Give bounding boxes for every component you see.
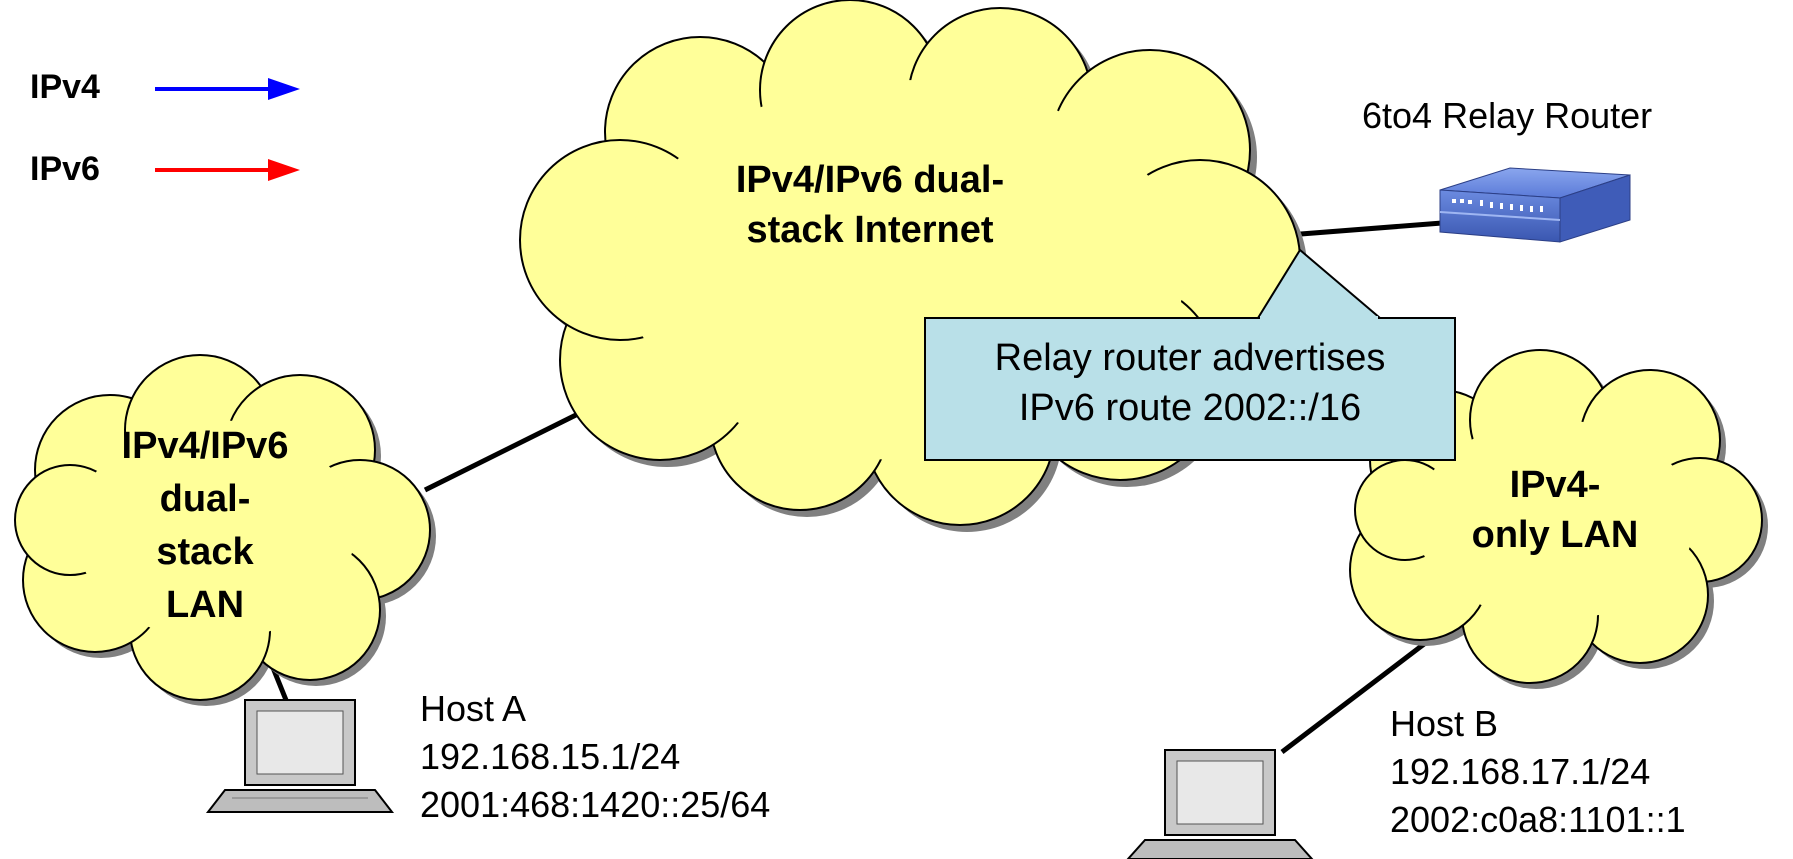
callout-text-line1: Relay router advertises: [994, 337, 1386, 379]
host-a-laptop-icon: [205, 699, 395, 813]
router-icon: [1439, 167, 1631, 243]
host-b-ipv4: 192.168.17.1/24: [1390, 751, 1651, 792]
dual-stack-lan-label-line1: IPv4/IPv6: [121, 425, 289, 467]
dual-stack-lan-label-line3: stack: [156, 531, 254, 573]
dual-stack-lan-label-line2: dual-: [159, 478, 251, 520]
host-a-name: Host A: [420, 688, 527, 729]
legend-ipv4-arrow: [155, 78, 300, 100]
legend-ipv6-label: IPv6: [30, 150, 100, 188]
callout-box: [924, 248, 1456, 461]
ipv4-only-lan-label-line1: IPv4-: [1509, 464, 1601, 506]
internet-cloud-label-line1: IPv4/IPv6 dual-: [735, 159, 1005, 201]
link-lan-to-internet: [423, 405, 592, 493]
host-b-ipv6: 2002:c0a8:1101::1: [1390, 799, 1686, 840]
internet-cloud-label-line2: stack Internet: [746, 209, 994, 251]
router-label: 6to4 Relay Router: [1362, 95, 1653, 136]
host-b-name: Host B: [1390, 703, 1499, 744]
callout-text-line2: IPv6 route 2002::/16: [1018, 387, 1362, 429]
legend-ipv4-label: IPv4: [30, 68, 100, 106]
internet-cloud-label: IPv4/IPv6 dual- stack Internet: [690, 155, 1050, 255]
host-a-ipv4: 192.168.15.1/24: [420, 736, 681, 777]
host-b-laptop-icon: [1126, 749, 1314, 859]
ipv4-only-lan-cloud: [1349, 349, 1768, 689]
link-lan-to-host-b: [1280, 636, 1434, 754]
host-a-ipv6: 2001:468:1420::25/64: [420, 784, 771, 825]
ipv4-only-lan-label-line2: only LAN: [1471, 514, 1639, 556]
callout-text: Relay router advertises IPv6 route 2002:…: [925, 333, 1455, 433]
host-a-info: Host A 192.168.15.1/24 2001:468:1420::25…: [420, 685, 770, 829]
legend-ipv6-arrow: [155, 159, 300, 181]
link-internet-to-router: [1287, 219, 1456, 238]
dual-stack-lan-label-line4: LAN: [165, 584, 245, 626]
dual-stack-lan-cloud: [14, 354, 436, 706]
ipv4-only-lan-label: IPv4- only LAN: [1425, 460, 1685, 560]
host-b-info: Host B 192.168.17.1/24 2002:c0a8:1101::1: [1390, 700, 1686, 844]
dual-stack-lan-label: IPv4/IPv6 dual- stack LAN: [80, 420, 330, 632]
